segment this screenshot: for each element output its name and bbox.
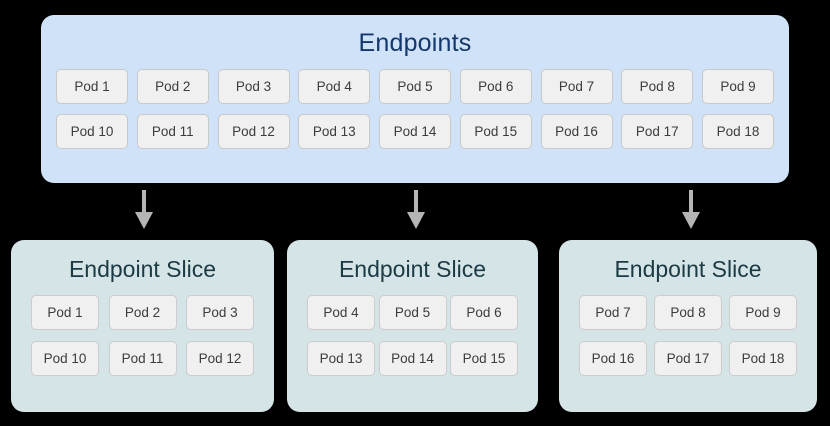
endpoints-title: Endpoints bbox=[358, 29, 472, 57]
pod-chip[interactable]: Pod 4 bbox=[298, 69, 371, 104]
arrow-down-icon bbox=[131, 190, 157, 229]
endpoint-slice-pod-grid: Pod 1 Pod 2 Pod 3 Pod 10 Pod 11 Pod 12 bbox=[11, 281, 274, 376]
pod-chip[interactable]: Pod 11 bbox=[108, 341, 177, 376]
pod-chip[interactable]: Pod 15 bbox=[459, 114, 532, 149]
endpoint-slice-pod-row: Pod 1 Pod 2 Pod 3 bbox=[31, 295, 254, 330]
endpoint-slice-pod-row: Pod 16 Pod 17 Pod 18 bbox=[579, 341, 797, 376]
pod-chip[interactable]: Pod 2 bbox=[136, 69, 209, 104]
endpoint-slice-title: Endpoint Slice bbox=[614, 256, 762, 282]
endpoints-pod-grid: Pod 1 Pod 2 Pod 3 Pod 4 Pod 5 Pod 6 Pod … bbox=[41, 56, 789, 149]
pod-chip[interactable]: Pod 14 bbox=[379, 114, 451, 149]
pod-chip[interactable]: Pod 4 bbox=[307, 295, 375, 330]
endpoint-slice-pod-grid: Pod 7 Pod 8 Pod 9 Pod 16 Pod 17 Pod 18 bbox=[559, 281, 817, 376]
endpoint-slice-container: Endpoint Slice Pod 1 Pod 2 Pod 3 Pod 10 … bbox=[11, 240, 274, 412]
pod-chip[interactable]: Pod 8 bbox=[654, 295, 722, 330]
pod-chip[interactable]: Pod 16 bbox=[540, 114, 613, 149]
pod-chip[interactable]: Pod 9 bbox=[702, 69, 774, 104]
pod-chip[interactable]: Pod 13 bbox=[298, 114, 371, 149]
pod-chip[interactable]: Pod 10 bbox=[56, 114, 128, 149]
pod-chip[interactable]: Pod 1 bbox=[31, 295, 99, 330]
pod-chip[interactable]: Pod 2 bbox=[108, 295, 177, 330]
pod-chip[interactable]: Pod 16 bbox=[579, 341, 647, 376]
arrow-down-icon bbox=[403, 190, 429, 229]
endpoints-pod-row: Pod 1 Pod 2 Pod 3 Pod 4 Pod 5 Pod 6 Pod … bbox=[56, 69, 774, 104]
pod-chip[interactable]: Pod 8 bbox=[621, 69, 694, 104]
endpoint-slice-title: Endpoint Slice bbox=[338, 256, 487, 282]
endpoint-slice-pod-row: Pod 10 Pod 11 Pod 12 bbox=[31, 341, 254, 376]
pod-chip[interactable]: Pod 11 bbox=[136, 114, 209, 149]
pod-chip[interactable]: Pod 18 bbox=[702, 114, 774, 149]
pod-chip[interactable]: Pod 10 bbox=[31, 341, 99, 376]
endpoint-slice-title: Endpoint Slice bbox=[68, 256, 217, 282]
pod-chip[interactable]: Pod 7 bbox=[540, 69, 613, 104]
pod-chip[interactable]: Pod 6 bbox=[450, 295, 518, 330]
endpoint-slice-container: Endpoint Slice Pod 4 Pod 5 Pod 6 Pod 13 … bbox=[287, 240, 538, 412]
pod-chip[interactable]: Pod 9 bbox=[729, 295, 797, 330]
pod-chip[interactable]: Pod 12 bbox=[217, 114, 290, 149]
pod-chip[interactable]: Pod 12 bbox=[186, 341, 254, 376]
endpoint-slice-pod-row: Pod 7 Pod 8 Pod 9 bbox=[579, 295, 797, 330]
pod-chip[interactable]: Pod 7 bbox=[579, 295, 647, 330]
pod-chip[interactable]: Pod 3 bbox=[186, 295, 254, 330]
pod-chip[interactable]: Pod 3 bbox=[217, 69, 290, 104]
pod-chip[interactable]: Pod 6 bbox=[459, 69, 532, 104]
pod-chip[interactable]: Pod 15 bbox=[450, 341, 518, 376]
pod-chip[interactable]: Pod 17 bbox=[654, 341, 722, 376]
endpoint-slice-pod-row: Pod 13 Pod 14 Pod 15 bbox=[307, 341, 518, 376]
pod-chip[interactable]: Pod 17 bbox=[621, 114, 694, 149]
arrow-down-icon bbox=[678, 190, 704, 229]
pod-chip[interactable]: Pod 1 bbox=[56, 69, 128, 104]
endpoint-slice-container: Endpoint Slice Pod 7 Pod 8 Pod 9 Pod 16 … bbox=[559, 240, 817, 412]
endpoint-slice-pod-row: Pod 4 Pod 5 Pod 6 bbox=[307, 295, 518, 330]
pod-chip[interactable]: Pod 5 bbox=[379, 69, 451, 104]
pod-chip[interactable]: Pod 14 bbox=[378, 341, 447, 376]
endpoints-container: Endpoints Pod 1 Pod 2 Pod 3 Pod 4 Pod 5 … bbox=[41, 15, 789, 183]
pod-chip[interactable]: Pod 18 bbox=[729, 341, 797, 376]
pod-chip[interactable]: Pod 13 bbox=[307, 341, 375, 376]
pod-chip[interactable]: Pod 5 bbox=[378, 295, 447, 330]
endpoints-pod-row: Pod 10 Pod 11 Pod 12 Pod 13 Pod 14 Pod 1… bbox=[56, 114, 774, 149]
endpoint-slice-pod-grid: Pod 4 Pod 5 Pod 6 Pod 13 Pod 14 Pod 15 bbox=[287, 281, 538, 376]
